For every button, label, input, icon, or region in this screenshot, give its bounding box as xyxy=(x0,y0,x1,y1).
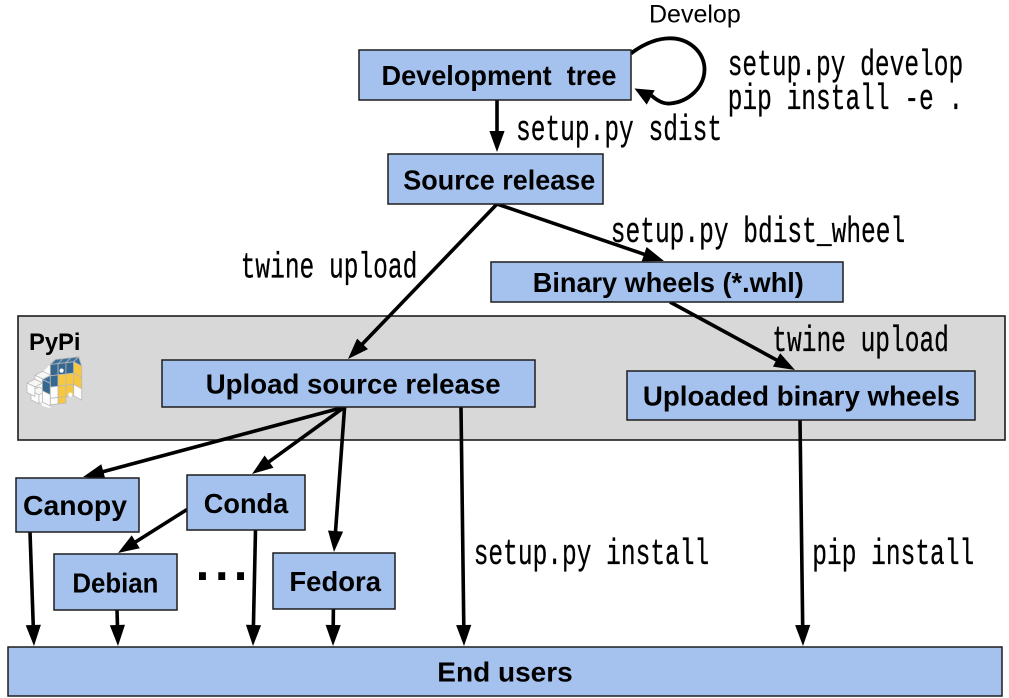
svg-text:Development tree: Development tree xyxy=(382,60,617,91)
svg-text:pip install -e .: pip install -e . xyxy=(728,79,964,120)
svg-text:Source release: Source release xyxy=(403,165,595,196)
svg-text:Uploaded binary wheels: Uploaded binary wheels xyxy=(643,381,960,412)
svg-text:Upload source release: Upload source release xyxy=(206,369,501,400)
svg-text:Binary wheels (*.whl): Binary wheels (*.whl) xyxy=(533,267,804,298)
svg-text:setup.py sdist: setup.py sdist xyxy=(516,110,722,151)
svg-text:Debian: Debian xyxy=(72,567,158,598)
svg-text:twine upload: twine upload xyxy=(772,321,949,362)
svg-text:setup.py bdist_wheel: setup.py bdist_wheel xyxy=(611,212,905,253)
svg-text:End users: End users xyxy=(437,657,572,688)
svg-text:setup.py develop: setup.py develop xyxy=(728,45,964,86)
svg-text:Conda: Conda xyxy=(204,488,289,519)
svg-text:Fedora: Fedora xyxy=(289,566,381,597)
svg-text:pip install: pip install xyxy=(812,534,974,575)
svg-text:Develop: Develop xyxy=(649,1,741,29)
svg-text:twine upload: twine upload xyxy=(241,248,418,289)
svg-text:setup.py install: setup.py install xyxy=(474,534,710,575)
svg-text:Canopy: Canopy xyxy=(23,490,127,521)
svg-text:PyPi: PyPi xyxy=(29,329,81,356)
